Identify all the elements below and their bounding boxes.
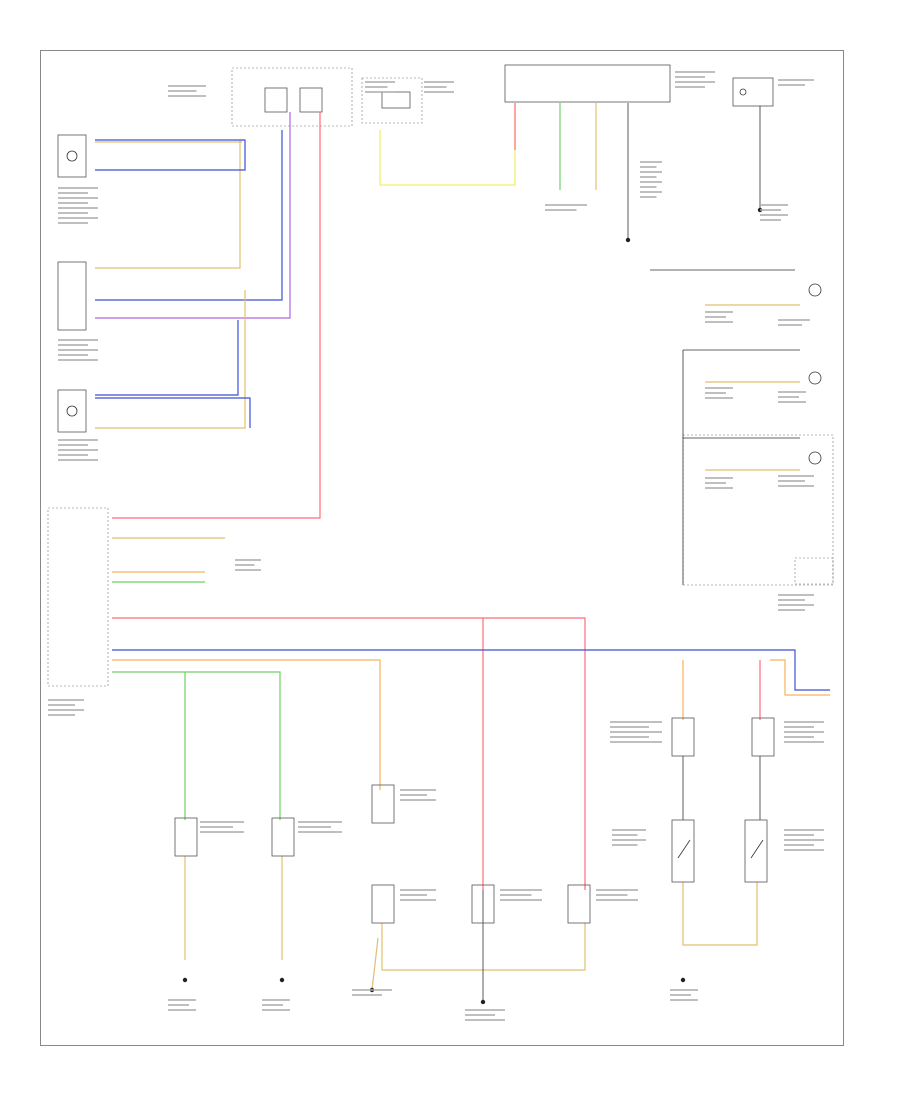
main-control-module	[47, 507, 109, 687]
fuse-relay-panel	[231, 67, 423, 127]
ground-point	[182, 977, 188, 983]
ground-points	[182, 207, 763, 1005]
wire-blue	[112, 649, 830, 691]
wire-tan	[371, 937, 379, 991]
right-connector-block	[794, 557, 834, 585]
central-control-module	[504, 64, 671, 103]
right-bulb-1	[808, 283, 822, 297]
wire-red	[112, 617, 586, 890]
ground-point	[625, 237, 631, 243]
wire-orange	[112, 659, 381, 790]
wire-blue	[95, 130, 283, 301]
right-module-bracket	[682, 434, 834, 586]
wire-blue	[95, 139, 246, 171]
wire-blue	[95, 320, 239, 396]
left-module-middle	[57, 261, 87, 331]
wire-blue	[95, 397, 251, 428]
wire-yellow	[379, 103, 516, 186]
wire-violet	[95, 112, 291, 319]
ground-point	[680, 977, 686, 983]
wire-tan	[682, 882, 758, 946]
ground-point	[279, 977, 285, 983]
wire-orange	[770, 659, 830, 696]
right-bulb-2	[808, 371, 822, 385]
left-lamp-lower	[57, 389, 87, 433]
wire-tan	[95, 290, 246, 429]
wire-red	[112, 112, 321, 519]
label-layer	[48, 71, 824, 1021]
right-bulb-3	[808, 451, 822, 465]
wire-tan	[381, 923, 586, 971]
top-right-switch	[732, 77, 774, 107]
wire-green	[112, 671, 281, 820]
lower-switch-group	[174, 717, 775, 924]
ground-point	[480, 999, 486, 1005]
diagram-frame	[40, 50, 844, 1046]
left-lamp-upper	[57, 134, 87, 178]
wire-tan	[95, 140, 241, 269]
wire-layer	[95, 103, 830, 1000]
